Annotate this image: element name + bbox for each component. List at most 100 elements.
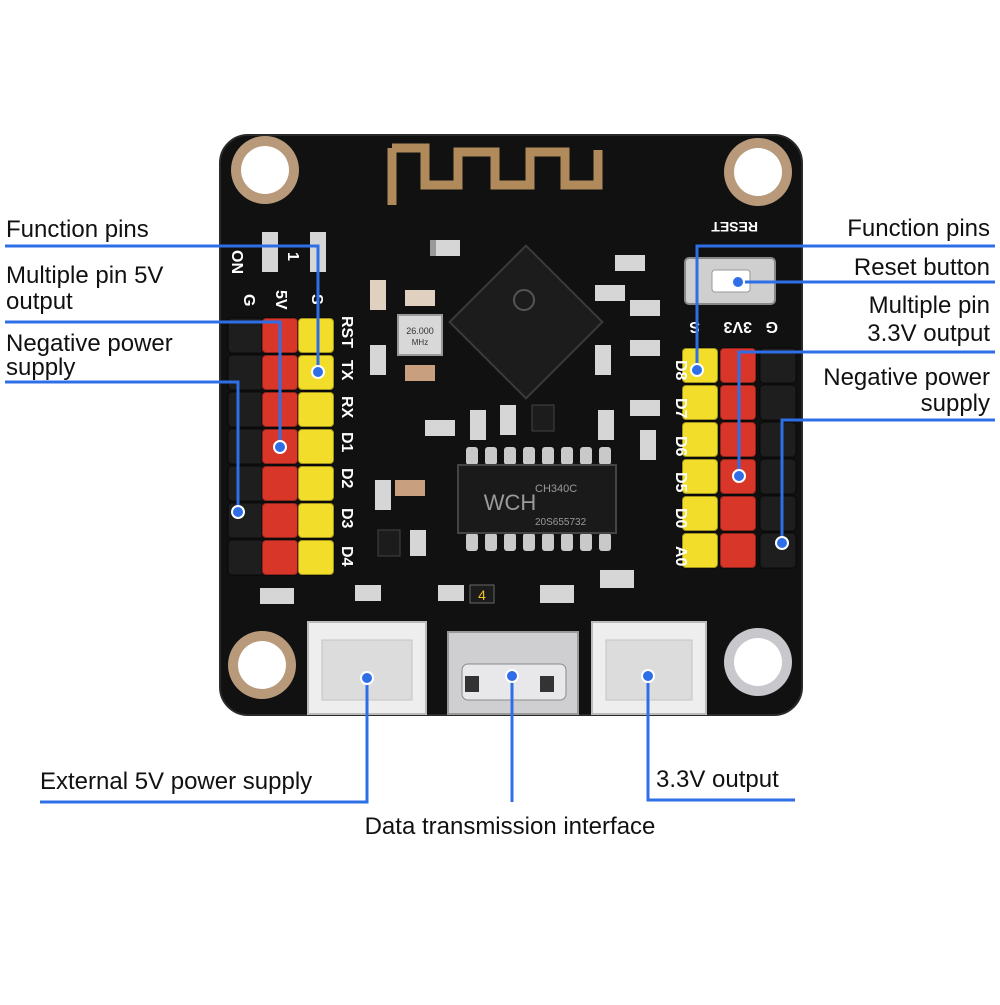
right-gnd-pin-4 xyxy=(759,458,797,495)
silk-d1: D1 xyxy=(338,432,355,453)
silk-g-right: G xyxy=(766,318,778,335)
leader-33v-connector xyxy=(646,676,795,802)
mounting-hole-top-right xyxy=(724,138,792,206)
chip-pin xyxy=(504,447,516,465)
silk-1: 1 xyxy=(284,252,301,261)
label-negative-left-line1: Negative power xyxy=(6,330,173,357)
silk-rst: RST xyxy=(338,316,355,348)
micro-usb-port xyxy=(447,631,579,715)
pcb-antenna xyxy=(387,143,603,205)
label-33v-output-connector: 3.3V output xyxy=(656,766,779,793)
usb-serial-chip: WCH CH340C 20S655732 xyxy=(457,447,617,551)
label-negative-right-line2: supply xyxy=(920,390,990,417)
silk-tx: TX xyxy=(338,360,355,381)
chip-pin xyxy=(599,447,611,465)
chip-pin xyxy=(599,533,611,551)
label-5v-output-line2: output xyxy=(6,288,73,315)
leader-5v-output xyxy=(5,320,282,447)
leader-dots xyxy=(231,275,789,685)
silk-d4: D4 xyxy=(338,546,355,567)
chip-pin xyxy=(485,533,497,551)
left-signal-pin-7 xyxy=(297,539,335,576)
crystal-frequency: 26.000 xyxy=(406,326,434,336)
label-33v-output-line2: 3.3V output xyxy=(867,320,990,347)
label-negative-right-line1: Negative power xyxy=(823,364,990,391)
chip-brand: WCH xyxy=(484,490,537,515)
silk-a0: A0 xyxy=(672,546,689,567)
label-reset-button: Reset button xyxy=(853,254,990,281)
label-33v-output-line1: Multiple pin xyxy=(868,292,990,319)
esp-chip xyxy=(448,244,604,400)
label-function-pins-left: Function pins xyxy=(6,216,149,243)
right-signal-pin-4 xyxy=(681,458,719,495)
leader-negative-left xyxy=(5,380,240,512)
label-5v-output-line1: Multiple pin 5V xyxy=(6,262,164,289)
left-signal-pin-5 xyxy=(297,465,335,502)
right-gnd-pin-5 xyxy=(759,495,797,532)
chip-pin xyxy=(580,447,592,465)
left-signal-pin-6 xyxy=(297,502,335,539)
left-5v-pin-6 xyxy=(261,502,299,539)
leader-function-pins-left xyxy=(5,244,320,372)
right-signal-pin-2 xyxy=(681,384,719,421)
right-signal-pin-6 xyxy=(681,532,719,569)
silk-d5: D5 xyxy=(672,472,689,493)
mounting-hole-bottom-right xyxy=(724,628,792,696)
chip-pin xyxy=(542,533,554,551)
silkscreen-labels: ON 1 G 5V S RST TX RX D1 D2 D3 D4 RESET … xyxy=(228,219,778,567)
silk-3v3: 3V3 xyxy=(723,318,752,335)
left-5v-pin-7 xyxy=(261,539,299,576)
label-external-5v: External 5V power supply xyxy=(40,768,313,795)
silk-d8: D8 xyxy=(672,360,689,381)
left-gnd-pin-7 xyxy=(227,539,265,576)
leader-external-5v xyxy=(40,678,369,804)
silk-on: ON xyxy=(228,250,245,274)
label-function-pins-right: Function pins xyxy=(847,215,990,242)
right-gnd-pin-2 xyxy=(759,384,797,421)
label-data-interface: Data transmission interface xyxy=(364,813,656,840)
chip-pin xyxy=(561,447,573,465)
left-gnd-pin-3 xyxy=(227,391,265,428)
right-signal-pin-5 xyxy=(681,495,719,532)
mounting-hole-top-left xyxy=(231,136,299,204)
silk-reset: RESET xyxy=(711,219,758,235)
chip-pin xyxy=(580,533,592,551)
right-gnd-pin-1 xyxy=(759,347,797,384)
right-gnd-pin-3 xyxy=(759,421,797,458)
chip-pin xyxy=(504,533,516,551)
chip-pin xyxy=(542,447,554,465)
chip-pin xyxy=(485,447,497,465)
chip-pin xyxy=(466,447,478,465)
chip-pin xyxy=(561,533,573,551)
chip-pin xyxy=(466,533,478,551)
silk-d6: D6 xyxy=(672,436,689,457)
reset-button-component xyxy=(684,257,776,305)
chip-code: 20S655732 xyxy=(535,517,587,528)
crystal-unit: MHz xyxy=(412,338,428,347)
right-signal-pin-3 xyxy=(681,421,719,458)
silk-d3: D3 xyxy=(338,508,355,529)
silk-d2: D2 xyxy=(338,468,355,489)
left-signal-pin-3 xyxy=(297,391,335,428)
smd-label-4: 4 xyxy=(478,587,486,603)
left-signal-pin-1 xyxy=(297,317,335,354)
left-gnd-pin-5 xyxy=(227,465,265,502)
leader-lines xyxy=(5,244,995,804)
right-3v3-pin-6 xyxy=(719,532,757,569)
silk-g-left: G xyxy=(240,294,257,306)
smd-components: 4 xyxy=(260,232,660,604)
leader-33v-output xyxy=(737,350,995,476)
label-negative-left-line2: supply xyxy=(6,354,76,381)
leader-function-pins-right xyxy=(695,244,995,370)
leader-negative-right xyxy=(780,418,995,543)
chip-model: CH340C xyxy=(535,483,577,495)
crystal-oscillator: 26.000 MHz xyxy=(397,314,443,356)
silk-5v: 5V xyxy=(272,290,289,310)
mounting-hole-bottom-left xyxy=(228,631,296,699)
left-5v-pin-5 xyxy=(261,465,299,502)
silk-d7: D7 xyxy=(672,398,689,419)
left-signal-pin-4 xyxy=(297,428,335,465)
left-gnd-pin-2 xyxy=(227,354,265,391)
